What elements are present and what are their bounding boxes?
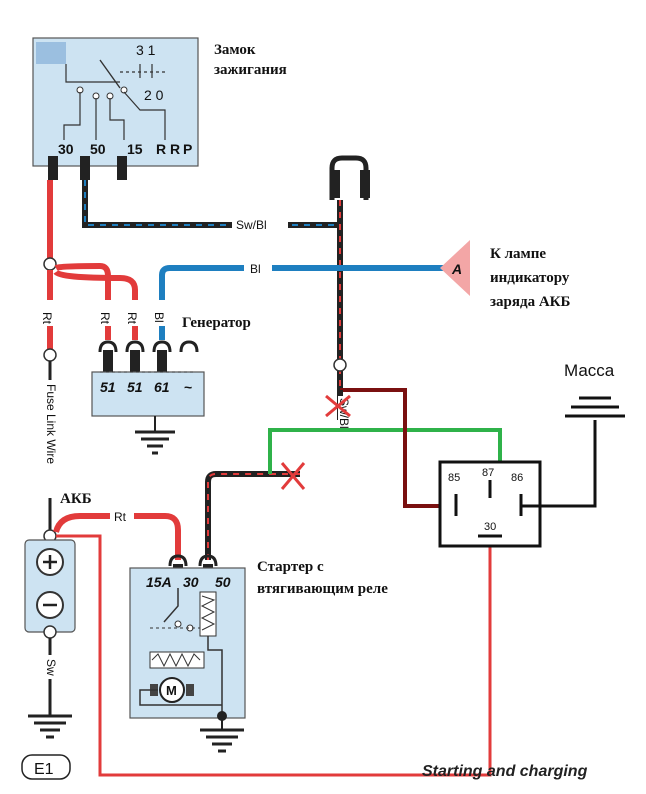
- ignition-label-line2: зажигания: [214, 62, 287, 78]
- wire-label-fuse: Fuse Link Wire: [44, 384, 58, 464]
- starter: 15A 30 50 M: [129, 554, 246, 753]
- ignition-label-line1: Замок: [214, 42, 256, 58]
- motor-icon: [159, 677, 185, 703]
- ignition-key-slot: [36, 42, 66, 64]
- ignition-terminal-15: [117, 156, 127, 180]
- generator-label: Генератор: [182, 315, 251, 331]
- relay-pin-85: 85: [448, 472, 460, 484]
- ignition-pin-p: P: [183, 141, 192, 157]
- cut-mark-icon: [325, 394, 351, 418]
- ignition-positions-top: 3 1: [136, 42, 156, 58]
- ignition-positions-bottom: 2 0: [144, 87, 164, 103]
- starter-ground-icon: [200, 728, 244, 753]
- starter-label-line2: втягивающим реле: [257, 581, 388, 597]
- relay-ground-icon: [565, 396, 625, 418]
- battery: Sw E1: [21, 539, 76, 780]
- wire-label-rt-batt: Rt: [114, 510, 127, 524]
- wire-label-bl-gen: Bl: [152, 312, 166, 323]
- starter-pin-15a: 15A: [146, 574, 172, 590]
- ignition-pin-50: 50: [90, 141, 106, 157]
- starter-pin-50: 50: [215, 574, 231, 590]
- lamp-connector-label: A: [451, 261, 462, 277]
- ignition-pin-15: 15: [127, 141, 143, 157]
- generator-pin-51a: 51: [100, 379, 116, 395]
- ignition-pin-r2: R: [170, 141, 180, 157]
- ignition-switch: 3 1 2 0 30 50 15 R R P: [32, 37, 199, 180]
- ignition-pin-r1: R: [156, 141, 166, 157]
- lamp-label-line2: индикатору: [490, 270, 570, 286]
- ignition-terminal-30: [48, 156, 58, 180]
- relay-pin-86: 86: [511, 472, 523, 484]
- wire-label-sw-batt: Sw: [44, 659, 58, 676]
- ignition-terminal-50: [80, 156, 90, 180]
- generator-ground-icon: [135, 430, 175, 455]
- ground-label: Масса: [564, 361, 615, 380]
- generator-pin-ac: ~: [184, 379, 192, 395]
- battery-label: АКБ: [60, 491, 92, 507]
- generator-pin-61: 61: [154, 379, 170, 395]
- relay-pin-87: 87: [482, 467, 494, 479]
- footer-caption: Starting and charging: [422, 763, 588, 780]
- wire-label-rt-gen2: Rt: [125, 312, 139, 325]
- lamp-connector-icon: [440, 240, 470, 296]
- battery-ground-tag: [21, 754, 71, 780]
- ignition-pin-30: 30: [58, 141, 74, 157]
- battery-ground-icon: [28, 714, 72, 739]
- wire-label-rt-gen1: Rt: [98, 312, 112, 325]
- svg-text:M: M: [166, 683, 177, 698]
- generator-pin-51b: 51: [127, 379, 143, 395]
- wire-label-rt-left: Rt: [40, 312, 54, 325]
- cut-mark-icon: [280, 462, 306, 490]
- wire-label-sw-bl: Sw/Bl: [236, 218, 267, 232]
- battery-ground-tag-label: E1: [34, 761, 54, 778]
- starter-pin-30: 30: [183, 574, 199, 590]
- relay-pin-30: 30: [484, 521, 496, 533]
- wire-label-bl: Bl: [250, 262, 261, 276]
- lamp-label-line1: К лампе: [490, 246, 546, 262]
- relay: 85 87 86 30: [438, 460, 542, 548]
- generator: 51 51 61 ~: [91, 340, 205, 455]
- starter-label-line1: Стартер с: [257, 559, 324, 575]
- lamp-label-line3: заряда АКБ: [490, 294, 571, 310]
